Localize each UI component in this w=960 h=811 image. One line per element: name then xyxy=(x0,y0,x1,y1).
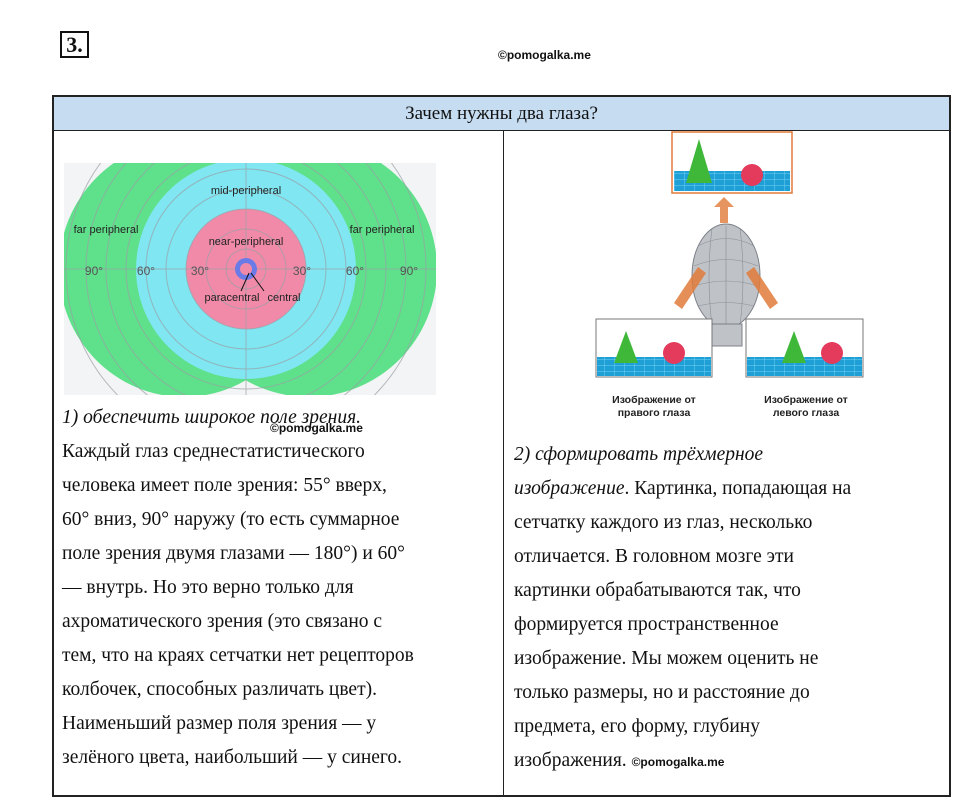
text-line: предмета, его форму, глубину xyxy=(514,716,760,737)
content-table: Зачем нужны два глаза? mid-peripheral ne… xyxy=(52,95,951,797)
column-divider xyxy=(503,130,504,795)
angle-label: 30° xyxy=(293,264,311,278)
sphere-shape xyxy=(741,164,763,186)
caption-left-eye: левого глаза xyxy=(773,407,839,419)
text-line: тем, что на краях сетчатки нет рецепторо… xyxy=(62,645,414,666)
text-line: зелёного цвета, наибольший — у синего. xyxy=(62,747,403,768)
angle-label: 90° xyxy=(400,264,418,278)
text-line: отличается. В головном мозге эти xyxy=(514,546,794,567)
label-far-peripheral-right: far peripheral xyxy=(350,224,415,236)
label-paracentral: paracentral xyxy=(204,292,259,304)
task-number: 3. xyxy=(60,31,89,58)
text-line: Наименьший размер поля зрения — у xyxy=(62,713,377,734)
text-line: изображение. Картинка, попадающая на xyxy=(514,478,852,499)
text-line: колбочек, способных различать цвет). xyxy=(62,679,377,700)
text-line: — внутрь. Но это верно только для xyxy=(62,577,354,598)
angle-label: 60° xyxy=(346,264,364,278)
text-line: 60° вниз, 90° наружу (то есть суммарное xyxy=(62,509,400,530)
arrow-left-eye xyxy=(674,267,706,309)
text-line: формируется пространственное xyxy=(514,614,779,635)
table-header-title: Зачем нужны два глаза? xyxy=(405,102,598,124)
watermark-left: ©pomogalka.me xyxy=(270,421,363,435)
table-header: Зачем нужны два глаза? xyxy=(54,97,949,131)
text-line: изображения. ©pomogalka.me xyxy=(514,750,725,771)
angle-label: 90° xyxy=(85,264,103,278)
caption-right-eye: правого глаза xyxy=(618,407,691,419)
cone-shape xyxy=(686,139,712,183)
central-zone xyxy=(240,263,252,275)
text-line: поле зрения двумя глазами — 180°) и 60° xyxy=(62,543,405,564)
text-line: ахроматического зрения (это связано с xyxy=(62,611,383,632)
point-2-title: 2) сформировать трёхмерное xyxy=(514,444,764,465)
text-line: изображение. Мы можем оценить не xyxy=(514,648,819,669)
angle-label: 30° xyxy=(191,264,209,278)
caption-left-eye: Изображение от xyxy=(764,394,848,406)
label-central: central xyxy=(267,292,300,304)
text-line: картинки обрабатываются так, что xyxy=(514,580,801,601)
text-line: человека имеет поле зрения: 55° вверх, xyxy=(62,475,387,496)
watermark-top: ©pomogalka.me xyxy=(498,48,591,62)
stereo-vision-diagram: Изображение от правого глаза Изображение… xyxy=(595,131,864,419)
label-far-peripheral-left: far peripheral xyxy=(74,224,139,236)
arrow-up xyxy=(714,197,734,223)
label-mid-peripheral: mid-peripheral xyxy=(211,185,281,197)
caption-right-eye: Изображение от xyxy=(612,394,696,406)
text-line: сетчатку каждого из глаз, несколько xyxy=(514,512,813,533)
text-line: только размеры, но и расстояние до xyxy=(514,682,810,703)
angle-label: 60° xyxy=(137,264,155,278)
watermark-right: ©pomogalka.me xyxy=(631,755,725,769)
left-cell-text: 1) обеспечить широкое поле зрения. ©pomo… xyxy=(62,401,498,775)
visual-field-diagram: mid-peripheral near-peripheral far perip… xyxy=(64,163,436,395)
point-1-title: 1) обеспечить широкое поле зрения. xyxy=(62,407,362,428)
right-cell-text: 2) сформировать трёхмерное изображение. … xyxy=(514,438,944,778)
arrow-right-eye xyxy=(746,267,778,309)
label-near-peripheral: near-peripheral xyxy=(209,236,284,248)
text-line: Каждый глаз среднестатистического xyxy=(62,441,365,462)
